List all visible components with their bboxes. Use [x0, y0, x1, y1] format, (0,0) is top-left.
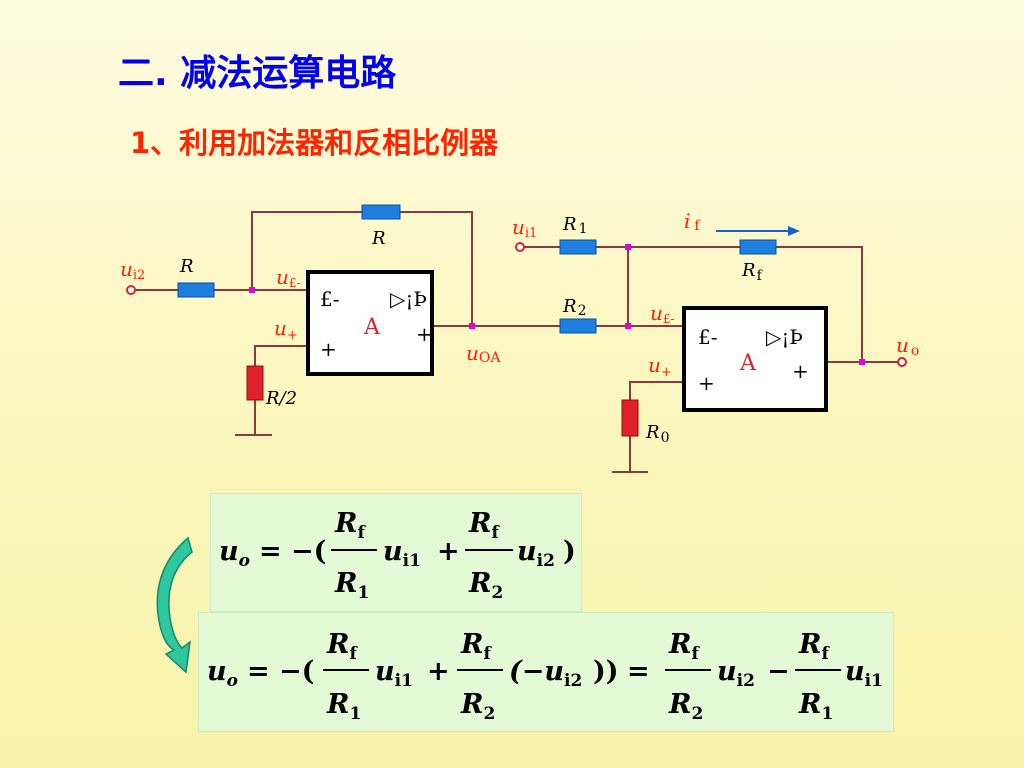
svg-text:R1: R1: [798, 689, 833, 724]
label-u-plus-right: u+: [648, 353, 672, 380]
left-amp-plus-out: +: [416, 322, 433, 346]
uo-terminal: [897, 357, 907, 367]
resistor-R-input: [177, 282, 215, 298]
ui1-terminal: [515, 242, 525, 252]
right-amp-minus: £-: [698, 325, 717, 349]
right-op-amp: [682, 306, 828, 412]
label-R-half: R/2: [265, 388, 297, 409]
label-uOA: uOA: [466, 341, 501, 366]
f2-eq: = −(: [247, 656, 314, 687]
resistor-R2: [559, 318, 597, 334]
f2-term1: ui1: [375, 656, 413, 691]
svg-text:R2: R2: [668, 689, 703, 724]
f2-frac3: Rf R2: [665, 629, 711, 724]
label-u-minus-right: u£-: [650, 301, 675, 326]
f1-frac1: Rf R1: [331, 508, 377, 603]
svg-text:Rf: Rf: [798, 629, 830, 664]
label-ui2: ui2: [120, 257, 145, 283]
page-title: 二. 减法运算电路: [118, 53, 397, 94]
right-amp-plus-in: +: [698, 371, 715, 395]
label-R-feedback: R: [371, 228, 386, 249]
left-op-amp: [306, 270, 434, 376]
f2-term3: ui2: [717, 656, 755, 691]
f2-term4: ui1: [845, 656, 883, 691]
resistor-R1: [559, 239, 597, 255]
f2-frac1: Rf R1: [323, 629, 369, 724]
svg-text:R1: R1: [326, 689, 361, 724]
svg-text:Rf: Rf: [326, 629, 358, 664]
f2-frac4: Rf R1: [795, 629, 841, 724]
svg-text:R2: R2: [468, 568, 503, 603]
f1-plus: +: [437, 536, 460, 567]
left-amp-minus: £-: [320, 287, 339, 311]
svg-text:Rf: Rf: [668, 629, 700, 664]
right-amp-symbol: ▷¡Þ: [766, 325, 803, 349]
f2-paren-close: )): [593, 656, 619, 687]
junction-nodes: [249, 244, 865, 365]
left-amp-symbol: ▷¡Þ: [390, 287, 427, 311]
label-ui1: ui1: [512, 215, 537, 241]
formula-1: uo = −( Rf R1 ui1 + Rf R2 ui2 ): [210, 493, 582, 612]
if-current-arrow: [716, 226, 800, 236]
svg-text:Rf: Rf: [334, 508, 366, 543]
formula-2: uo = −( Rf R1 ui1 + Rf R2 (−ui2 )) = Rf …: [198, 612, 894, 732]
f2-plus: +: [427, 656, 450, 687]
resistor-Rf: [739, 239, 777, 255]
left-stage-wires: [135, 211, 560, 436]
label-u-minus-left: u£-: [276, 265, 301, 290]
f2-lhs: uo: [207, 656, 238, 691]
label-u-plus-left: u+: [274, 316, 298, 343]
left-amp-label: A: [363, 315, 381, 340]
svg-text:R2: R2: [460, 689, 495, 724]
resistor-R-feedback: [361, 204, 401, 220]
f2-minus: −: [767, 656, 790, 687]
right-amp-label: A: [739, 351, 757, 376]
svg-text:Rf: Rf: [460, 629, 492, 664]
label-R0: R0: [645, 422, 669, 446]
curved-arrow-icon: [156, 536, 193, 674]
resistor-R-half: [246, 365, 264, 401]
f2-paren-term: (−ui2: [509, 656, 582, 691]
label-R2: R2: [562, 296, 586, 319]
svg-text:R1: R1: [334, 568, 369, 603]
f1-term1: ui1: [383, 536, 421, 571]
page-subtitle: 1、利用加法器和反相比例器: [130, 126, 499, 160]
left-amp-plus-in: +: [320, 337, 337, 361]
f1-term2: ui2: [517, 536, 555, 571]
f1-frac2: Rf R2: [465, 508, 513, 603]
resistor-R0: [621, 399, 639, 437]
f1-close: ): [563, 536, 576, 567]
label-R-input: R: [179, 256, 194, 277]
f1-lhs: uo: [219, 536, 250, 571]
f1-eq: = −(: [259, 536, 326, 567]
label-Rf: Rf: [741, 260, 764, 284]
ui2-terminal: [126, 285, 136, 295]
svg-text:Rf: Rf: [468, 508, 500, 543]
f2-frac2: Rf R2: [457, 629, 503, 724]
f2-eq2: =: [627, 656, 650, 687]
right-amp-plus-out: +: [792, 359, 809, 383]
